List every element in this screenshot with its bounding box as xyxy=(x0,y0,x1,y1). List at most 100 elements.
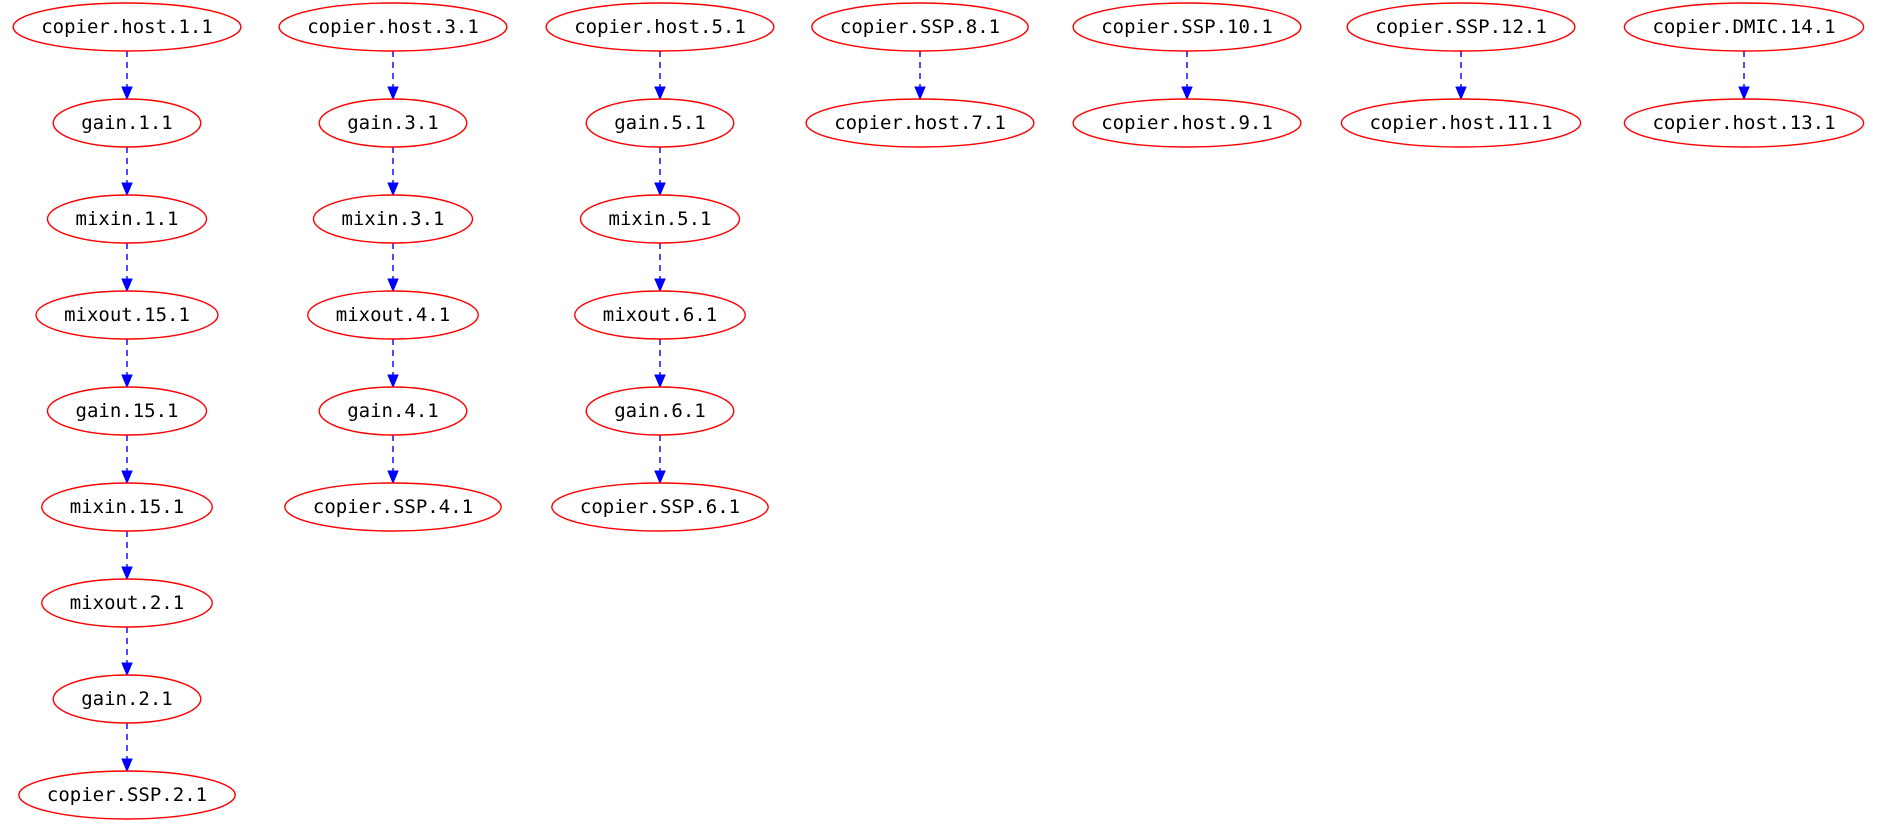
arrowhead-icon xyxy=(1738,86,1750,101)
edge-gain-4-1-to-copier-ssp-4-1 xyxy=(387,435,399,485)
arrowhead-icon xyxy=(387,86,399,101)
node-ellipse xyxy=(46,194,208,244)
node-label: gain.15.1 xyxy=(76,400,179,422)
node-gain-15-1: gain.15.1 xyxy=(46,386,208,436)
node-label: copier.SSP.2.1 xyxy=(47,784,207,806)
node-copier-host-13-1: copier.host.13.1 xyxy=(1623,98,1865,148)
node-ellipse xyxy=(12,2,242,52)
arrowhead-icon xyxy=(387,182,399,197)
node-label: gain.5.1 xyxy=(614,112,706,134)
node-copier-host-11-1: copier.host.11.1 xyxy=(1340,98,1582,148)
node-gain-2-1: gain.2.1 xyxy=(52,674,202,724)
node-label: gain.4.1 xyxy=(347,400,439,422)
edge-mixout-6-1-to-gain-6-1 xyxy=(654,339,666,389)
node-gain-1-1: gain.1.1 xyxy=(52,98,202,148)
node-label: copier.host.9.1 xyxy=(1101,112,1273,134)
node-ellipse xyxy=(318,98,468,148)
node-mixout-4-1: mixout.4.1 xyxy=(307,290,479,340)
edge-copier-dmic-14-1-to-copier-host-13-1 xyxy=(1738,51,1750,101)
node-ellipse xyxy=(52,674,202,724)
node-mixin-5-1: mixin.5.1 xyxy=(579,194,741,244)
node-label: mixin.3.1 xyxy=(342,208,445,230)
node-ellipse xyxy=(1072,2,1302,52)
node-label: mixin.1.1 xyxy=(76,208,179,230)
node-gain-6-1: gain.6.1 xyxy=(585,386,735,436)
node-ellipse xyxy=(278,2,508,52)
node-ellipse xyxy=(18,770,236,820)
node-copier-ssp-10-1: copier.SSP.10.1 xyxy=(1072,2,1302,52)
node-ellipse xyxy=(307,290,479,340)
arrowhead-icon xyxy=(121,758,133,773)
node-label: mixin.5.1 xyxy=(609,208,712,230)
node-label: copier.SSP.8.1 xyxy=(840,16,1000,38)
node-label: gain.6.1 xyxy=(614,400,706,422)
node-ellipse xyxy=(551,482,769,532)
arrowhead-icon xyxy=(654,470,666,485)
node-label: mixin.15.1 xyxy=(70,496,184,518)
node-ellipse xyxy=(46,386,208,436)
node-ellipse xyxy=(1623,2,1865,52)
edge-mixout-2-1-to-gain-2-1 xyxy=(121,627,133,677)
node-copier-dmic-14-1: copier.DMIC.14.1 xyxy=(1623,2,1865,52)
node-label: mixout.15.1 xyxy=(64,304,190,326)
node-copier-ssp-6-1: copier.SSP.6.1 xyxy=(551,482,769,532)
node-copier-ssp-4-1: copier.SSP.4.1 xyxy=(284,482,502,532)
arrowhead-icon xyxy=(654,182,666,197)
node-ellipse xyxy=(1072,98,1302,148)
arrowhead-icon xyxy=(121,182,133,197)
node-ellipse xyxy=(574,290,746,340)
node-label: mixout.4.1 xyxy=(336,304,450,326)
node-label: copier.host.1.1 xyxy=(41,16,213,38)
node-label: gain.1.1 xyxy=(81,112,173,134)
node-mixout-15-1: mixout.15.1 xyxy=(35,290,219,340)
node-ellipse xyxy=(318,386,468,436)
node-ellipse xyxy=(579,194,741,244)
node-copier-host-9-1: copier.host.9.1 xyxy=(1072,98,1302,148)
node-ellipse xyxy=(35,290,219,340)
arrowhead-icon xyxy=(1455,86,1467,101)
node-copier-host-3-1: copier.host.3.1 xyxy=(278,2,508,52)
node-ellipse xyxy=(811,2,1029,52)
node-ellipse xyxy=(284,482,502,532)
edge-gain-6-1-to-copier-ssp-6-1 xyxy=(654,435,666,485)
edge-gain-3-1-to-mixin-3-1 xyxy=(387,147,399,197)
node-ellipse xyxy=(585,386,735,436)
node-label: copier.SSP.6.1 xyxy=(580,496,740,518)
arrowhead-icon xyxy=(387,470,399,485)
edge-mixin-5-1-to-mixout-6-1 xyxy=(654,243,666,293)
node-mixout-6-1: mixout.6.1 xyxy=(574,290,746,340)
node-copier-ssp-8-1: copier.SSP.8.1 xyxy=(811,2,1029,52)
arrowhead-icon xyxy=(654,86,666,101)
node-label: copier.host.13.1 xyxy=(1652,112,1835,134)
arrowhead-icon xyxy=(121,662,133,677)
node-label: copier.host.3.1 xyxy=(307,16,479,38)
arrowhead-icon xyxy=(387,278,399,293)
node-mixin-3-1: mixin.3.1 xyxy=(312,194,474,244)
edge-gain-1-1-to-mixin-1-1 xyxy=(121,147,133,197)
node-label: copier.SSP.10.1 xyxy=(1101,16,1273,38)
node-label: copier.DMIC.14.1 xyxy=(1652,16,1835,38)
node-ellipse xyxy=(805,98,1035,148)
node-ellipse xyxy=(41,482,213,532)
node-mixout-2-1: mixout.2.1 xyxy=(41,578,213,628)
edge-gain-5-1-to-mixin-5-1 xyxy=(654,147,666,197)
arrowhead-icon xyxy=(121,86,133,101)
edge-gain-15-1-to-mixin-15-1 xyxy=(121,435,133,485)
edge-mixin-1-1-to-mixout-15-1 xyxy=(121,243,133,293)
node-gain-4-1: gain.4.1 xyxy=(318,386,468,436)
edge-mixout-4-1-to-gain-4-1 xyxy=(387,339,399,389)
node-copier-host-7-1: copier.host.7.1 xyxy=(805,98,1035,148)
arrowhead-icon xyxy=(121,278,133,293)
node-copier-host-1-1: copier.host.1.1 xyxy=(12,2,242,52)
node-label: gain.3.1 xyxy=(347,112,439,134)
node-ellipse xyxy=(312,194,474,244)
node-ellipse xyxy=(1623,98,1865,148)
node-label: copier.SSP.12.1 xyxy=(1375,16,1547,38)
node-gain-5-1: gain.5.1 xyxy=(585,98,735,148)
node-label: copier.host.5.1 xyxy=(574,16,746,38)
node-ellipse xyxy=(1346,2,1576,52)
node-copier-ssp-2-1: copier.SSP.2.1 xyxy=(18,770,236,820)
edge-copier-ssp-8-1-to-copier-host-7-1 xyxy=(914,51,926,101)
edge-mixin-3-1-to-mixout-4-1 xyxy=(387,243,399,293)
node-mixin-15-1: mixin.15.1 xyxy=(41,482,213,532)
